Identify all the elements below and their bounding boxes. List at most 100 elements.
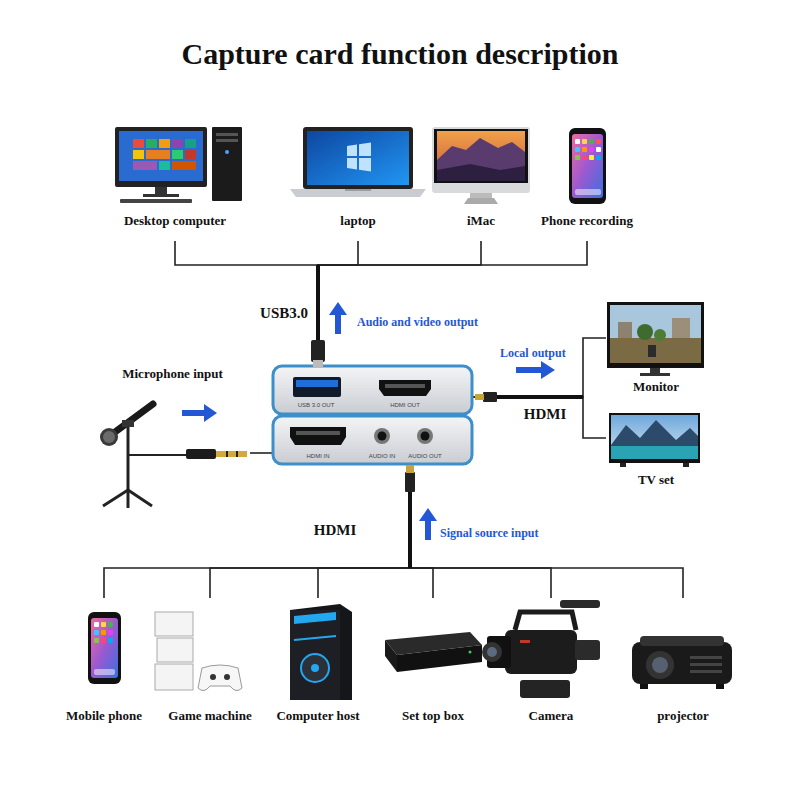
- desktop-illustration: [133, 150, 144, 159]
- computer-case-illustration: [290, 604, 352, 700]
- projector-illustration: [632, 642, 732, 684]
- projector-illustration: [640, 684, 648, 689]
- capture-card-illustration: [273, 416, 472, 464]
- mobile-phone-illustration: [108, 638, 113, 643]
- desktop-illustration: [146, 150, 170, 159]
- cable-connector: [250, 452, 275, 454]
- capture-card-illustration: [417, 428, 433, 444]
- laptop-illustration: [307, 131, 409, 185]
- desktop-illustration: [172, 161, 196, 170]
- flow-label: Local output: [500, 346, 566, 360]
- device-label: Phone recording: [541, 213, 633, 229]
- cable-illustration: [483, 392, 497, 402]
- mobile-phone-illustration: [94, 622, 99, 627]
- phone-illustration: [575, 155, 580, 160]
- cable-illustration: [408, 490, 412, 568]
- mobile-phone-illustration: [94, 638, 99, 643]
- microphone-illustration: [236, 451, 238, 457]
- capture-card-illustration: [379, 380, 431, 396]
- device-node: Phone recording: [536, 124, 638, 241]
- desktop-illustration: [133, 161, 157, 170]
- laptop-illustration: [290, 189, 426, 197]
- desktop-illustration: [159, 161, 170, 170]
- cable-illustration: [495, 395, 583, 399]
- phone-illustration: [596, 139, 601, 144]
- capture-card-illustration: [421, 432, 430, 441]
- cable-illustration: [405, 472, 415, 492]
- direction-arrow: [182, 302, 555, 540]
- cable-connector: [318, 241, 481, 367]
- device-label: TV set: [638, 472, 674, 488]
- mobile-phone-illustration: [94, 669, 115, 675]
- projector-illustration: [646, 651, 674, 679]
- device-label: projector: [657, 708, 709, 724]
- phone-illustration: [582, 139, 587, 144]
- direction-arrow: [204, 404, 217, 422]
- monitor-illustration: [610, 305, 701, 363]
- desktop-illustration: [185, 139, 196, 148]
- phone-illustration: [582, 155, 587, 160]
- device-node: Desktop computer: [109, 124, 241, 241]
- desktop-illustration: [120, 199, 192, 203]
- capture-card-illustration: [290, 427, 346, 445]
- phone-illustration: [589, 147, 594, 152]
- set-top-box-illustration: [397, 645, 482, 672]
- title: Capture card function description: [0, 34, 800, 74]
- cable-illustration: [313, 360, 323, 368]
- desktop-illustration: [225, 150, 229, 154]
- laptop-illustration: [359, 158, 371, 172]
- desktop-illustration: [212, 127, 242, 201]
- imac-illustration: [437, 138, 525, 181]
- computer-case-illustration: [294, 636, 336, 640]
- source-node: Mobile phone: [61, 598, 148, 728]
- game-console-illustration: [224, 674, 230, 680]
- monitor-illustration: [607, 302, 704, 368]
- device-label: Computer host: [276, 708, 359, 724]
- device-node: iMac: [431, 124, 531, 241]
- set-top-box-illustration: [385, 632, 482, 672]
- phone-illustration: [575, 139, 580, 144]
- mobile-phone-illustration: [108, 622, 113, 627]
- monitor-illustration: [672, 318, 690, 338]
- desktop-illustration: [172, 150, 183, 159]
- device-label: Monitor: [633, 379, 679, 395]
- direction-arrow: [541, 361, 555, 379]
- direction-arrow: [419, 508, 437, 521]
- direction-arrow: [335, 312, 341, 334]
- tv-illustration: [611, 446, 698, 459]
- desktop-illustration: [115, 127, 242, 203]
- microphone-illustration: [186, 449, 216, 459]
- capture-card-illustration: [378, 432, 387, 441]
- computer-case-illustration: [311, 664, 319, 672]
- microphone-illustration: [100, 404, 247, 508]
- laptop-illustration: [347, 158, 357, 170]
- game-console-illustration: [157, 638, 193, 662]
- microphone-illustration: [128, 490, 152, 506]
- tv-illustration: [609, 413, 700, 463]
- interface-label: USB3.0: [260, 304, 308, 322]
- computer-case-illustration: [290, 604, 352, 700]
- tv-illustration: [611, 420, 698, 447]
- mobile-phone-illustration: [88, 612, 121, 684]
- phone-illustration: [582, 147, 587, 152]
- game-console-illustration: [155, 612, 193, 636]
- source-node: Computer host: [271, 598, 365, 728]
- camera-illustration: [520, 640, 530, 643]
- desktop-illustration: [115, 127, 207, 187]
- camera-illustration: [515, 612, 576, 630]
- laptop-illustration: [290, 127, 426, 197]
- camera-illustration: [575, 640, 600, 660]
- game-console-illustration: [198, 665, 242, 691]
- cable-connector: [210, 463, 410, 598]
- imac-illustration: [437, 164, 525, 181]
- device-label: Desktop computer: [124, 213, 226, 229]
- port-label: HDMI OUT: [390, 402, 420, 409]
- set-top-box-illustration: [385, 640, 397, 672]
- desktop-illustration: [172, 139, 183, 148]
- flow-label: Audio and video output: [357, 315, 478, 329]
- monitor-illustration: [648, 345, 656, 357]
- mobile-phone-illustration: [108, 630, 113, 635]
- source-node: Camera: [491, 598, 611, 728]
- mobile-phone-illustration: [88, 612, 121, 684]
- game-console-illustration: [155, 664, 193, 690]
